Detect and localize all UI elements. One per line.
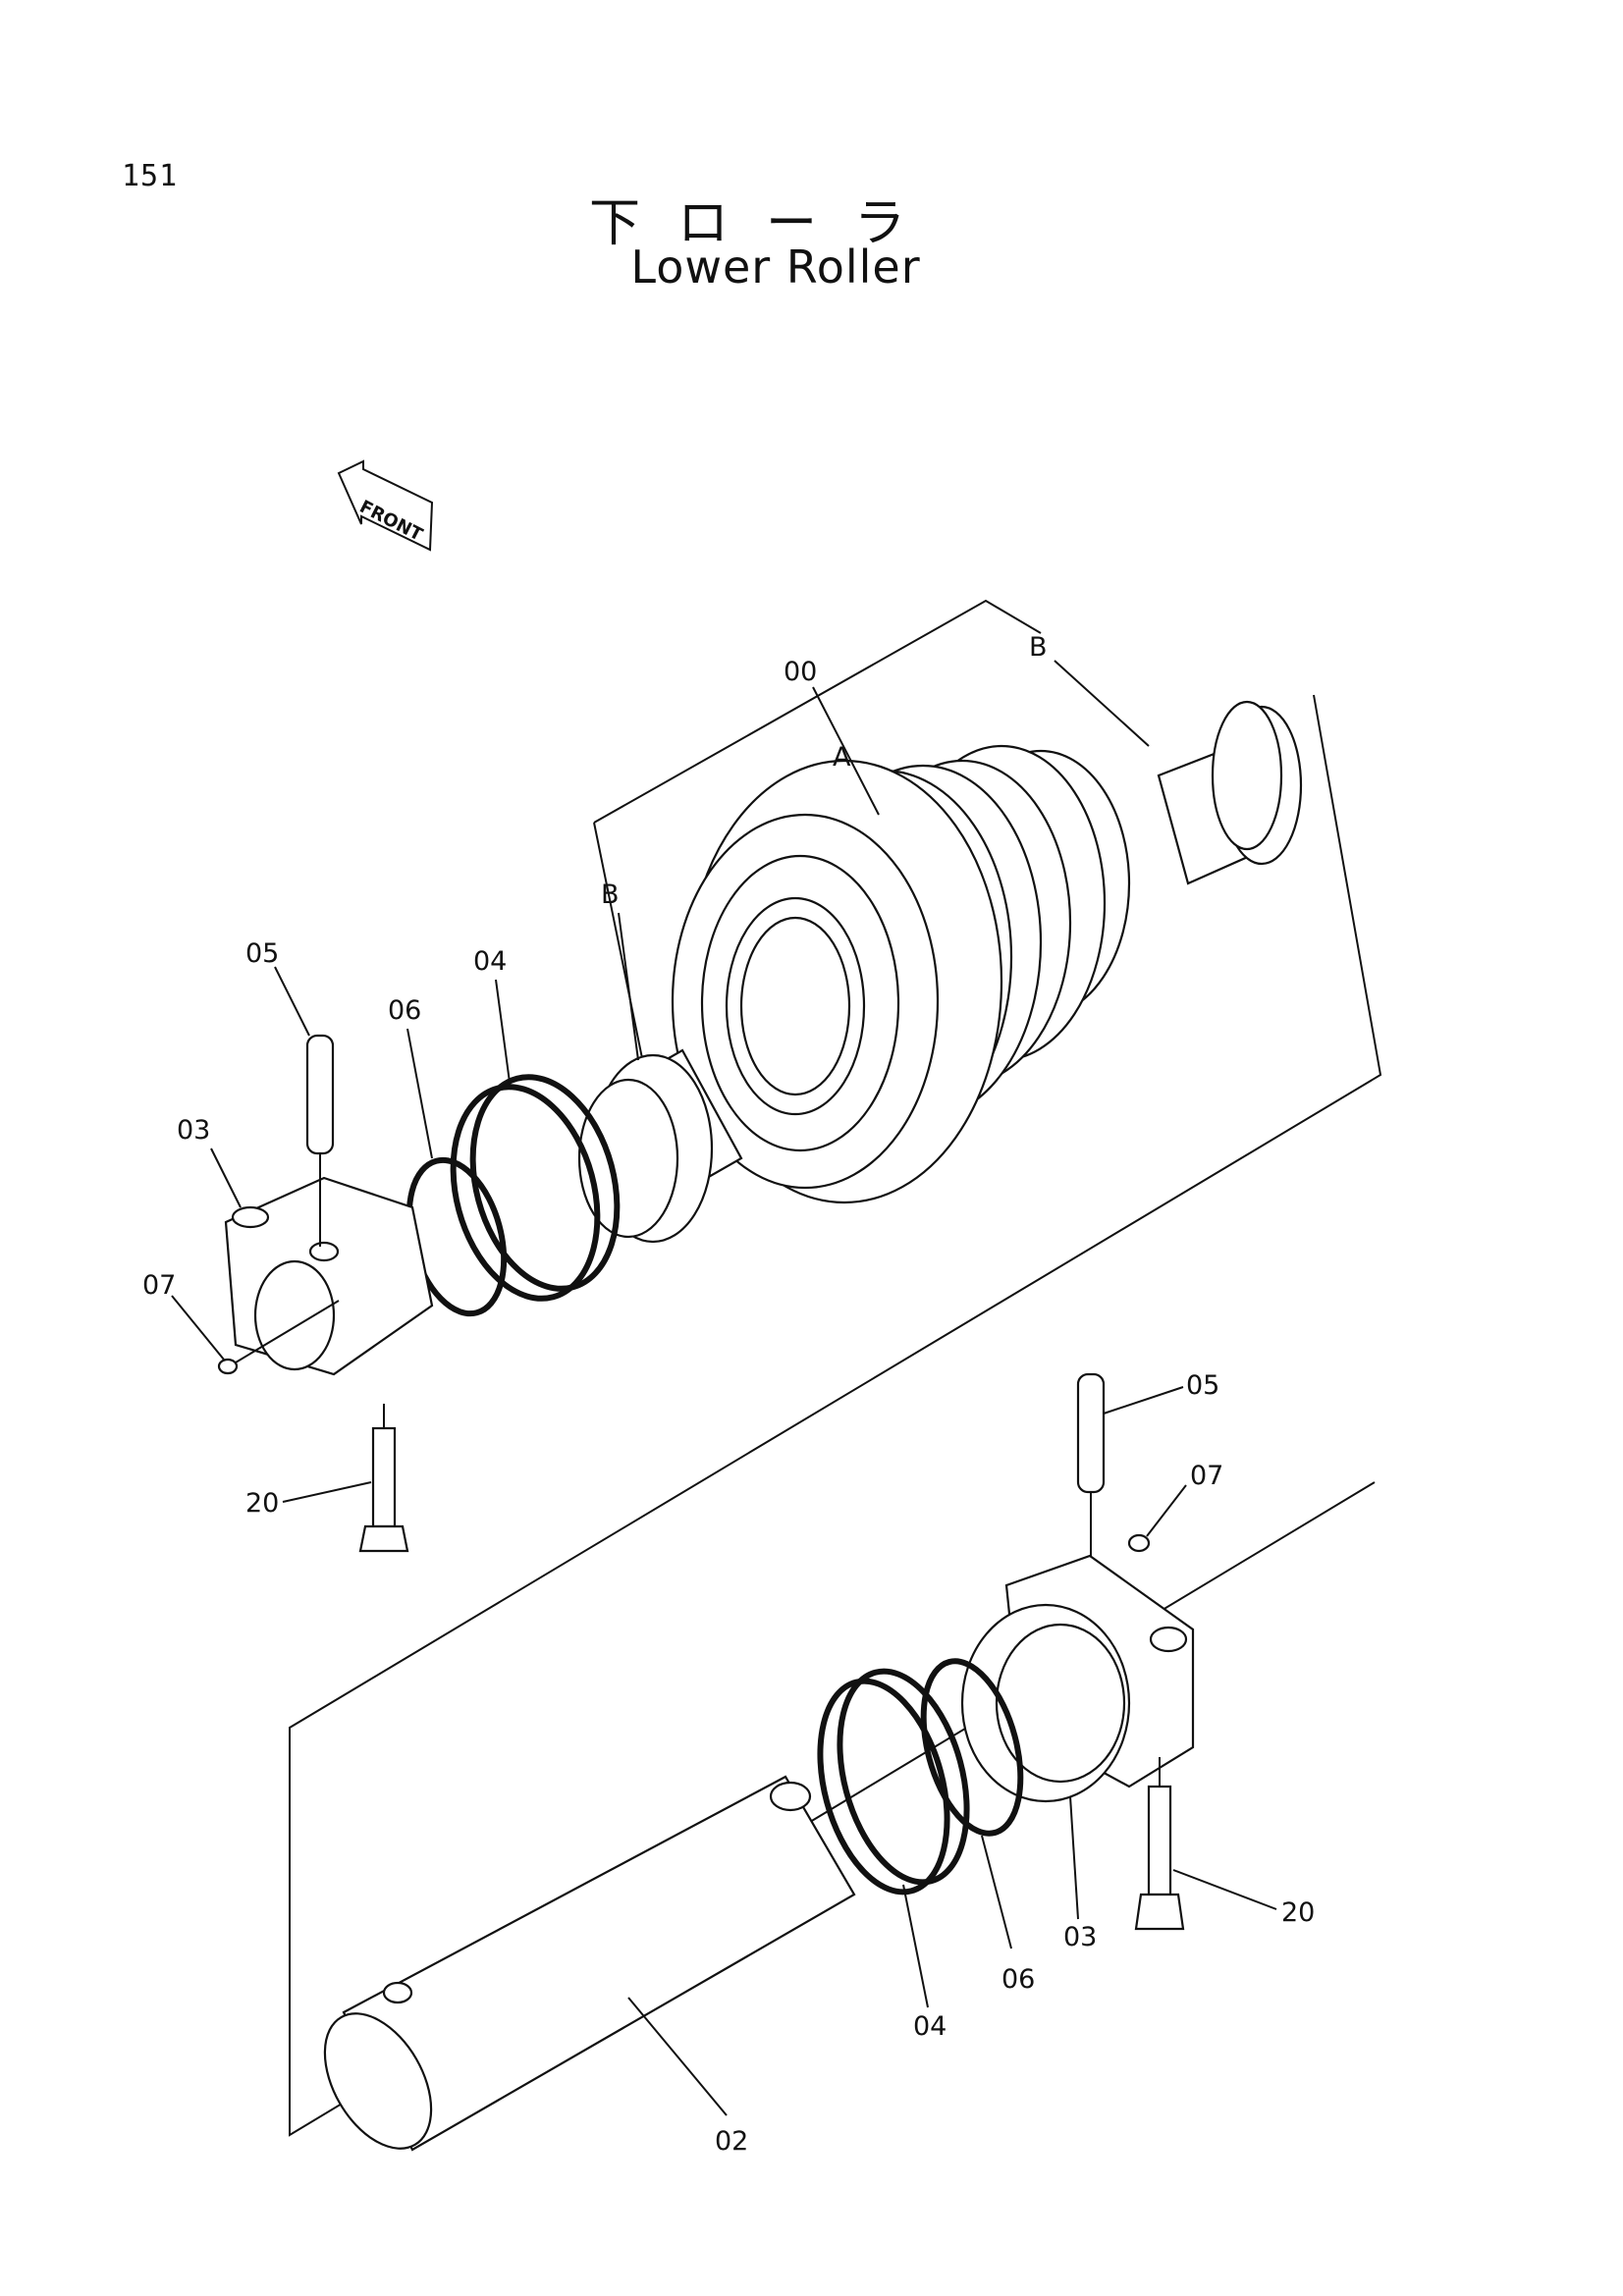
- collar-right: [960, 1554, 1195, 1803]
- seal-ring-left: [450, 1074, 621, 1302]
- page-title-english: Lower Roller: [630, 240, 921, 294]
- callout-07-right: 07: [1190, 1461, 1223, 1491]
- callout-03-right: 03: [1063, 1922, 1097, 1952]
- callout-a: A: [833, 742, 851, 773]
- callout-06-right: 06: [1001, 1964, 1035, 1995]
- callout-02: 02: [715, 2126, 748, 2157]
- callout-b-upper: B: [1029, 632, 1048, 663]
- roller-body: [671, 744, 1131, 1204]
- callout-20-left: 20: [245, 1488, 279, 1519]
- callout-05-right: 05: [1186, 1370, 1219, 1401]
- pin-left: [305, 1034, 335, 1247]
- callout-04-left: 04: [473, 946, 507, 977]
- bolt-right: [1134, 1757, 1185, 1931]
- callout-leaders: [171, 660, 1277, 2116]
- plug-right: [1127, 1533, 1151, 1553]
- callout-06-left: 06: [388, 995, 421, 1026]
- callout-b-left: B: [601, 880, 620, 910]
- plug-left: [217, 1300, 340, 1375]
- bushing-upper: [1157, 700, 1303, 885]
- shaft: [323, 1775, 856, 2152]
- front-label: FRONT: [356, 497, 426, 546]
- callout-00: 00: [784, 657, 817, 687]
- callout-05-left: 05: [245, 938, 279, 969]
- callout-03-left: 03: [177, 1115, 210, 1146]
- callout-20-right: 20: [1281, 1897, 1315, 1928]
- seal-ring-right: [817, 1668, 970, 1896]
- page-number: 151: [122, 159, 179, 193]
- callout-labels: 00 A B B 05 04 06 03 07 20 05 07 20 03 0…: [142, 632, 1315, 2157]
- front-arrow-icon: FRONT: [337, 459, 434, 552]
- bushing-lower: [577, 1048, 743, 1244]
- bolt-left: [358, 1404, 409, 1553]
- callout-04-right: 04: [913, 2011, 947, 2042]
- page-title-japanese: 下ローラ: [589, 194, 944, 253]
- callout-07-left: 07: [142, 1270, 176, 1301]
- o-ring-right: [920, 1658, 1024, 1837]
- collar-left: [224, 1176, 434, 1376]
